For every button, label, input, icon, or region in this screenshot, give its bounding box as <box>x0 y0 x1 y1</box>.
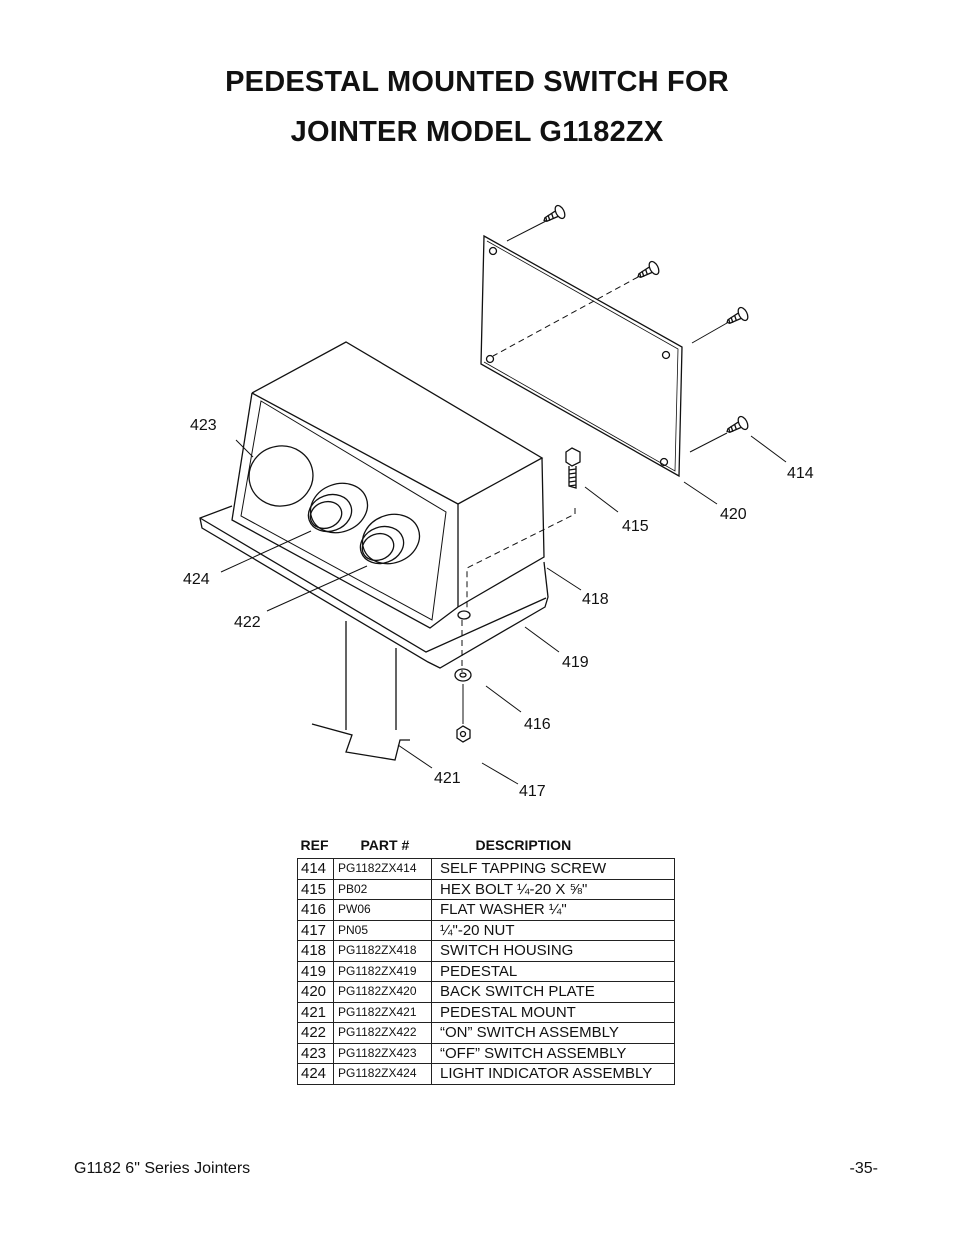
cell-ref: 416 <box>297 899 334 921</box>
cell-part: PG1182ZX421 <box>333 1001 432 1023</box>
pedestal-mount <box>311 621 410 761</box>
table-row: 421 PG1182ZX421 PEDESTAL MOUNT <box>297 1001 675 1023</box>
hex-nut <box>456 725 471 743</box>
cell-description: SELF TAPPING SCREW <box>431 858 675 880</box>
table-row: 424 PG1182ZX424 LIGHT INDICATOR ASSEMBLY <box>297 1063 675 1085</box>
page-title-line-2: JOINTER MODEL G1182ZX <box>290 116 664 148</box>
cell-description: PEDESTAL MOUNT <box>431 1001 675 1023</box>
header-description: DESCRIPTION <box>475 837 572 853</box>
table-row: 423 PG1182ZX423 “OFF” SWITCH ASSEMBLY <box>297 1042 675 1064</box>
cell-part: PW06 <box>333 899 432 921</box>
callout-420: 420 <box>720 506 747 523</box>
header-part: PART # <box>360 837 410 853</box>
callout-417: 417 <box>519 783 546 800</box>
flat-washer <box>454 668 472 724</box>
table-row: 415 PB02 HEX BOLT ¼-20 X ⅝" <box>297 878 675 900</box>
header-ref: REF <box>300 837 329 853</box>
cell-ref: 422 <box>297 1022 334 1044</box>
cell-description: BACK SWITCH PLATE <box>431 981 675 1003</box>
cell-part: PG1182ZX418 <box>333 940 432 962</box>
switch-housing <box>231 341 545 629</box>
cell-ref: 421 <box>297 1001 334 1023</box>
page-title-line-1: PEDESTAL MOUNTED SWITCH FOR <box>225 66 729 98</box>
cell-ref: 423 <box>297 1042 334 1064</box>
table-row: 417 PN05 ¼"-20 NUT <box>297 919 675 941</box>
cell-part: PG1182ZX419 <box>333 960 432 982</box>
cell-description: HEX BOLT ¼-20 X ⅝" <box>431 878 675 900</box>
cell-ref: 417 <box>297 919 334 941</box>
cell-description: SWITCH HOUSING <box>431 940 675 962</box>
leader-lines <box>220 435 787 785</box>
callout-416: 416 <box>524 716 551 733</box>
cell-ref: 415 <box>297 878 334 900</box>
cell-part: PG1182ZX424 <box>333 1063 432 1085</box>
table-row: 422 PG1182ZX422 “ON” SWITCH ASSEMBLY <box>297 1022 675 1044</box>
cell-description: ¼"-20 NUT <box>431 919 675 941</box>
footer-manual-title: G1182 6" Series Jointers <box>74 1160 251 1177</box>
cell-ref: 414 <box>297 858 334 880</box>
table-row: 416 PW06 FLAT WASHER ¼" <box>297 899 675 921</box>
callout-415: 415 <box>622 518 649 535</box>
callout-423: 423 <box>190 417 217 434</box>
callout-418: 418 <box>582 591 609 608</box>
self-tapping-screws <box>492 204 749 453</box>
off-switch <box>248 445 314 507</box>
cell-description: “ON” SWITCH ASSEMBLY <box>431 1022 675 1044</box>
cell-part: PG1182ZX422 <box>333 1022 432 1044</box>
cell-part: PG1182ZX423 <box>333 1042 432 1064</box>
table-row: 414 PG1182ZX414 SELF TAPPING SCREW <box>297 858 675 880</box>
table-header-row: REF PART # DESCRIPTION <box>298 836 675 859</box>
cell-description: FLAT WASHER ¼" <box>431 899 675 921</box>
on-switch <box>359 513 421 565</box>
back-switch-plate <box>480 234 683 478</box>
table-row: 418 PG1182ZX418 SWITCH HOUSING <box>297 940 675 962</box>
callout-422: 422 <box>234 614 261 631</box>
table-row: 420 PG1182ZX420 BACK SWITCH PLATE <box>297 981 675 1003</box>
cell-description: PEDESTAL <box>431 960 675 982</box>
light-indicator <box>307 482 369 534</box>
cell-ref: 420 <box>297 981 334 1003</box>
cell-ref: 418 <box>297 940 334 962</box>
callout-421: 421 <box>434 770 461 787</box>
hex-bolt <box>461 447 581 672</box>
cell-part: PB02 <box>333 878 432 900</box>
callout-414: 414 <box>787 465 814 482</box>
cell-description: LIGHT INDICATOR ASSEMBLY <box>431 1063 675 1085</box>
cell-part: PN05 <box>333 919 432 941</box>
cell-description: “OFF” SWITCH ASSEMBLY <box>431 1042 675 1064</box>
cell-part: PG1182ZX414 <box>333 858 432 880</box>
callout-419: 419 <box>562 654 589 671</box>
cell-part: PG1182ZX420 <box>333 981 432 1003</box>
cell-ref: 424 <box>297 1063 334 1085</box>
cell-ref: 419 <box>297 960 334 982</box>
callout-424: 424 <box>183 571 210 588</box>
pedestal-plate <box>199 505 549 669</box>
parts-list-table: REF PART # DESCRIPTION 414 PG1182ZX414 S… <box>297 836 675 1085</box>
footer-page-number: -35- <box>849 1160 878 1177</box>
table-row: 419 PG1182ZX419 PEDESTAL <box>297 960 675 982</box>
